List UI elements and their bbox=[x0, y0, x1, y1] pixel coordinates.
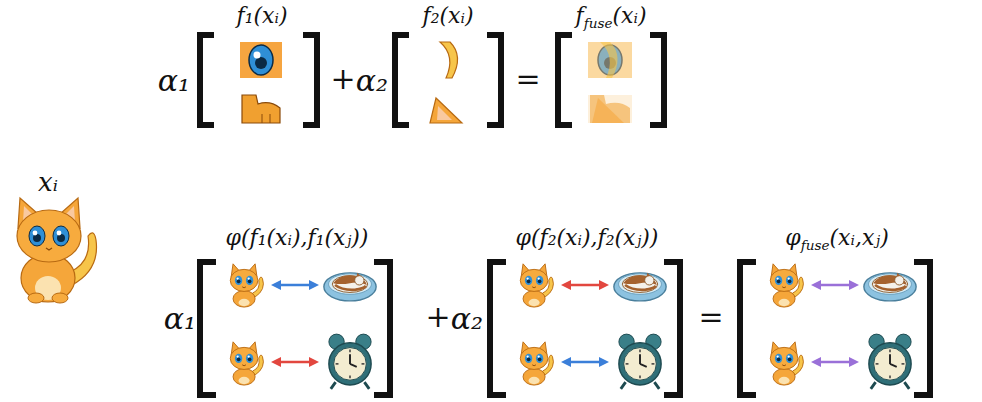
feature-label: ffuse(xᵢ) bbox=[575, 4, 646, 28]
label-text: + bbox=[425, 299, 450, 334]
bracket bbox=[200, 35, 664, 125]
label-text: f bbox=[575, 3, 583, 28]
similarity-label: φfuse(xᵢ,xⱼ) bbox=[785, 226, 889, 250]
label-text: φ bbox=[785, 225, 800, 250]
feature-patch bbox=[240, 42, 282, 123]
label-text: φ(f₁(xᵢ),f₁(xⱼ)) bbox=[226, 225, 369, 250]
fused-patch bbox=[588, 42, 632, 123]
operator: + bbox=[425, 300, 450, 333]
label-text: + bbox=[330, 61, 355, 96]
label-text: f₁(xᵢ) bbox=[237, 3, 288, 28]
operator: + bbox=[330, 62, 355, 95]
label-text: (xᵢ) bbox=[613, 3, 647, 28]
label-text: α₁ bbox=[158, 63, 190, 98]
feature-patch bbox=[428, 42, 468, 123]
label-text: f₂(xᵢ) bbox=[423, 3, 474, 28]
weight-symbol: α₂ bbox=[451, 302, 483, 335]
label-text: = bbox=[515, 61, 540, 96]
subscript-text: fuse bbox=[584, 15, 613, 31]
subscript-text: fuse bbox=[801, 237, 830, 253]
weight-symbol: α₂ bbox=[356, 64, 388, 97]
label-text: α₁ bbox=[164, 301, 196, 336]
similarity-pair bbox=[770, 264, 916, 389]
operator: = bbox=[698, 300, 723, 333]
similarity-label: φ(f₂(xᵢ),f₂(xⱼ)) bbox=[516, 226, 659, 250]
label-text: φ(f₂(xᵢ),f₂(xⱼ)) bbox=[516, 225, 659, 250]
feature-label: f₁(xᵢ) bbox=[237, 4, 288, 28]
label-text: xᵢ bbox=[38, 167, 58, 197]
sample-label: xᵢ bbox=[38, 168, 58, 197]
weight-symbol: α₁ bbox=[158, 64, 190, 97]
similarity-pair bbox=[230, 264, 376, 389]
label-text: α₂ bbox=[356, 63, 388, 98]
label-text: = bbox=[698, 299, 723, 334]
label-text: α₂ bbox=[451, 301, 483, 336]
similarity-label: φ(f₁(xᵢ),f₁(xⱼ)) bbox=[226, 226, 369, 250]
cat-illustration bbox=[17, 198, 97, 303]
similarity-pair bbox=[520, 264, 666, 389]
weight-symbol: α₁ bbox=[164, 302, 196, 335]
feature-label: f₂(xᵢ) bbox=[423, 4, 474, 28]
operator: = bbox=[515, 62, 540, 95]
label-text: (xᵢ,xⱼ) bbox=[830, 225, 889, 250]
bracket bbox=[200, 262, 930, 395]
